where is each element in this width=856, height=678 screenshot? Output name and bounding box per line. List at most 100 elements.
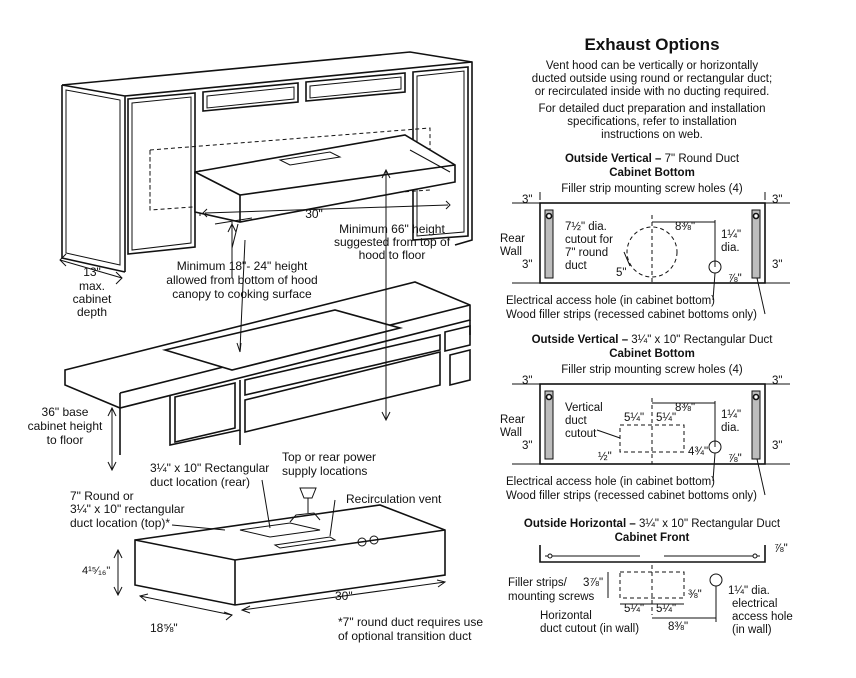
svg-text:cabinet height: cabinet height [28,419,103,433]
svg-text:⅞": ⅞" [774,543,788,555]
min-66-label: Minimum 66" height suggested from top of… [334,222,451,262]
base-cabinets [64,281,471,455]
svg-text:1¼" dia.: 1¼" dia. [728,585,770,597]
svg-text:8⅜": 8⅜" [675,221,695,233]
svg-text:duct: duct [565,415,588,427]
svg-text:cutout: cutout [565,428,597,440]
svg-text:canopy to cooking surface: canopy to cooking surface [172,287,312,301]
svg-text:hood to floor: hood to floor [359,248,426,262]
svg-text:⅜": ⅜" [688,589,702,601]
svg-text:dia.: dia. [721,422,740,434]
svg-text:depth: depth [77,305,107,319]
svg-text:Outside Vertical – 3¼" x 10" R: Outside Vertical – 3¼" x 10" Rectangular… [532,334,774,346]
svg-text:cabinet: cabinet [73,292,112,306]
svg-text:to floor: to floor [47,433,84,447]
svg-text:Wood filler strips (recessed c: Wood filler strips (recessed cabinet bot… [506,309,757,321]
svg-text:suggested from top of: suggested from top of [334,235,451,249]
exhaust-title: Exhaust Options [584,35,719,54]
svg-text:instructions on web.: instructions on web. [601,129,703,141]
svg-text:(in wall): (in wall) [732,624,772,636]
svg-text:access hole: access hole [732,611,793,623]
svg-text:3": 3" [772,194,782,206]
rect-duct-location-label-2: duct location (rear) [150,475,250,489]
svg-text:13": 13" [83,265,101,279]
svg-text:Electrical access hole (in cab: Electrical access hole (in cabinet botto… [506,476,715,488]
svg-text:5¼": 5¼" [656,603,676,615]
transition-duct-note-2: of optional transition duct [338,629,472,643]
svg-text:cutout for: cutout for [565,234,613,246]
svg-text:allowed from bottom of hood: allowed from bottom of hood [166,273,317,287]
svg-text:dia.: dia. [721,242,740,254]
vertical-round-diagram: Outside Vertical – 7" Round Duct Cabinet… [500,153,790,321]
svg-text:⅞": ⅞" [728,273,742,285]
power-supply-label-2: supply locations [282,464,367,478]
svg-text:max.: max. [79,279,105,293]
svg-text:8⅜": 8⅜" [675,402,695,414]
svg-text:5¼": 5¼" [624,603,644,615]
hood-depth-label: 18⅝" [150,621,178,635]
svg-text:Rear: Rear [500,233,525,245]
svg-text:Minimum 18"- 24" height: Minimum 18"- 24" height [177,259,308,273]
svg-text:Rear: Rear [500,414,525,426]
upper-cabinets [61,51,473,273]
transition-duct-note: *7" round duct requires use [338,615,483,629]
svg-text:1¼": 1¼" [721,229,741,241]
round-duct-location-label-2: 3¼" x 10" rectangular [70,502,185,516]
svg-text:Filler strip mounting screw ho: Filler strip mounting screw holes (4) [561,183,743,195]
svg-text:3": 3" [522,440,532,452]
svg-text:5": 5" [616,267,626,279]
svg-text:½": ½" [598,451,612,463]
svg-text:3": 3" [772,440,782,452]
svg-text:Horizontal: Horizontal [540,610,592,622]
round-duct-location-label-3: duct location (top)* [70,516,170,530]
svg-text:Wall: Wall [500,427,522,439]
svg-text:electrical: electrical [732,598,777,610]
rect-duct-location-label: 3¼" x 10" Rectangular [150,461,269,475]
dim-30-top: 30" [305,207,323,221]
svg-text:3⅞": 3⅞" [583,577,603,589]
svg-text:Filler strip mounting screw ho: Filler strip mounting screw holes (4) [561,364,743,376]
svg-text:36" base: 36" base [42,405,89,419]
svg-text:1¼": 1¼" [721,409,741,421]
svg-text:For detailed duct preparation: For detailed duct preparation and instal… [539,103,766,115]
svg-text:⅞": ⅞" [728,453,742,465]
svg-text:7½" dia.: 7½" dia. [565,221,607,233]
svg-text:duct cutout (in wall): duct cutout (in wall) [540,623,639,635]
svg-text:5¼": 5¼" [656,412,676,424]
min-18-label: Minimum 18"- 24" height allowed from bot… [166,259,317,301]
depth-13-label: 13" max. cabinet depth [73,265,112,319]
hood-detail-illustration: 3¼" x 10" Rectangular duct location (rea… [70,450,483,643]
svg-text:Wood filler strips (recessed c: Wood filler strips (recessed cabinet bot… [506,490,757,502]
svg-text:Cabinet Bottom: Cabinet Bottom [609,167,695,179]
svg-text:3": 3" [772,375,782,387]
svg-text:3": 3" [522,259,532,271]
svg-text:8⅜": 8⅜" [668,621,688,633]
svg-text:3": 3" [772,259,782,271]
svg-text:5¼": 5¼" [624,412,644,424]
svg-text:3": 3" [522,194,532,206]
svg-text:Outside Vertical – 7" Round Du: Outside Vertical – 7" Round Duct [565,153,740,165]
base-36-label: 36" base cabinet height to floor [28,405,103,447]
svg-text:3": 3" [522,375,532,387]
horizontal-rect-diagram: Outside Horizontal – 3¼" x 10" Rectangul… [508,518,793,636]
svg-text:Vent hood can be vertically or: Vent hood can be vertically or horizonta… [546,60,758,72]
svg-text:Outside Horizontal – 3¼" x 10": Outside Horizontal – 3¼" x 10" Rectangul… [524,518,781,530]
hood-height-label: 4¹⁵⁄₁₆" [82,565,110,577]
recirculation-vent-label: Recirculation vent [346,492,442,506]
power-supply-label: Top or rear power [282,450,376,464]
installation-illustration: 30" Minimum 66" height suggested from to… [28,51,473,472]
svg-text:Filler strips/: Filler strips/ [508,577,568,589]
hood-width-label: 30" [335,589,353,603]
svg-text:Minimum 66" height: Minimum 66" height [339,222,445,236]
svg-text:4¾": 4¾" [688,446,708,458]
svg-text:or recirculated inside with no: or recirculated inside with no ducting r… [535,86,770,98]
svg-text:Cabinet Bottom: Cabinet Bottom [609,348,695,360]
exhaust-options-header: Exhaust Options Vent hood can be vertica… [532,35,772,141]
svg-text:Electrical access hole (in cab: Electrical access hole (in cabinet botto… [506,295,715,307]
round-duct-location-label: 7" Round or [70,489,134,503]
svg-text:7" round: 7" round [565,247,608,259]
svg-text:30": 30" [305,207,323,221]
svg-text:mounting screws: mounting screws [508,591,595,603]
svg-text:ducted outside using round or: ducted outside using round or rectangula… [532,73,772,85]
svg-text:Vertical: Vertical [565,402,603,414]
